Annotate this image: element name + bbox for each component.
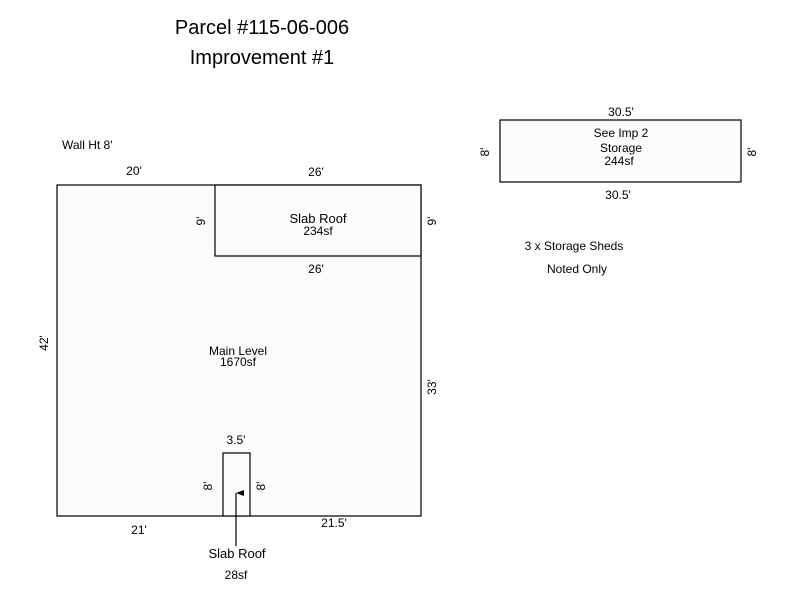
storage-right-dim: 8' xyxy=(745,148,759,157)
wall-height-note: Wall Ht 8' xyxy=(62,138,113,152)
parcel-title: Parcel #115-06-006 xyxy=(175,17,349,39)
slab-roof-bottom-top-dim: 3.5' xyxy=(227,433,246,447)
slab-roof-top-label: Slab Roof xyxy=(289,211,346,226)
main-left-dim: 42' xyxy=(37,335,51,351)
main-bottom-left-dim: 21' xyxy=(131,523,147,537)
storage-area: 244sf xyxy=(604,154,634,168)
main-level-label: Main Level xyxy=(209,344,267,358)
slab-roof-top-bottom-dim: 26' xyxy=(308,262,324,276)
noted-only-note: Noted Only xyxy=(547,262,607,276)
storage-line2: Storage xyxy=(600,141,642,155)
main-level-area: 1670sf xyxy=(220,355,257,369)
main-top-left-dim: 20' xyxy=(126,164,142,178)
slab-roof-bottom-area: 28sf xyxy=(225,568,248,582)
slab-roof-top-left-dim: 9' xyxy=(194,217,208,226)
storage-left-dim: 8' xyxy=(478,148,492,157)
slab-roof-bottom-right-dim: 8' xyxy=(254,482,268,491)
improvement-title: Improvement #1 xyxy=(190,47,335,69)
main-bottom-right-dim: 21.5' xyxy=(321,516,347,530)
slab-roof-top-right-dim: 9' xyxy=(425,217,439,226)
slab-roof-top-top-dim: 26' xyxy=(308,165,324,179)
slab-roof-bottom-left-dim: 8' xyxy=(201,482,215,491)
storage-sheds-note: 3 x Storage Sheds xyxy=(525,239,624,253)
storage-bottom-dim: 30.5' xyxy=(605,188,631,202)
slab-roof-top-area: 234sf xyxy=(303,224,333,238)
storage-top-dim: 30.5' xyxy=(608,105,634,119)
slab-roof-top-outline xyxy=(214,184,422,257)
slab-roof-bottom-label: Slab Roof xyxy=(208,546,265,561)
storage-outline xyxy=(499,119,742,183)
main-right-dim: 33' xyxy=(425,379,439,395)
storage-line1: See Imp 2 xyxy=(594,126,649,140)
